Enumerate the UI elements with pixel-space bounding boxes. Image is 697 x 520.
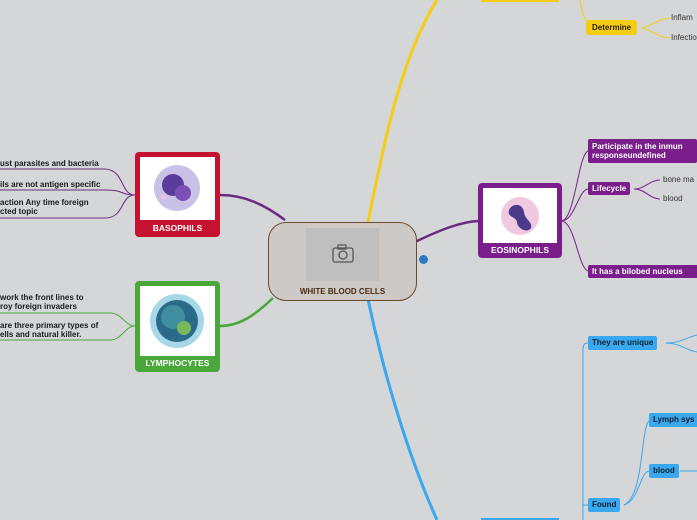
lymphocytes-label: LYMPHOCYTES [145, 358, 210, 368]
eosinophils-card[interactable]: EOSINOPHILS [478, 183, 562, 258]
lympho-sub-line [109, 312, 136, 327]
blue-topic-blood[interactable]: blood [649, 464, 679, 478]
yellow-subtopic-2[interactable]: Infectio [671, 33, 697, 42]
basophils-image [140, 157, 215, 220]
central-topic[interactable]: WHITE BLOOD CELLS [268, 222, 417, 301]
lymphocytes-note-2b: ells and natural killer. [0, 330, 82, 339]
basophils-card[interactable]: BASOPHILS [135, 152, 220, 237]
eosinophils-label: EOSINOPHILS [490, 245, 550, 255]
camera-image-placeholder [306, 228, 379, 281]
lymphocytes-branch-line [219, 297, 274, 328]
eosinophils-branch-line [414, 219, 479, 244]
yellow-sub-line-2 [641, 17, 671, 29]
eos-sub-line-5 [633, 188, 661, 200]
eos-sub-line-3 [560, 220, 589, 272]
basophils-note-3a[interactable]: action Any time foreign [0, 198, 89, 207]
eos-topic-participate[interactable]: Participate in the inmun responseundefin… [588, 139, 697, 163]
blue-sub-line-6 [665, 334, 697, 344]
eos-topic-lifecycle[interactable]: Lifecycle [588, 182, 631, 195]
blue-topic-lymph[interactable]: Lymph sys [649, 413, 697, 427]
blue-sub-line [582, 342, 589, 520]
basophils-label: BASOPHILS [152, 223, 203, 233]
blue-sub-line-3 [623, 470, 651, 506]
determine-topic[interactable]: Determine [586, 20, 638, 35]
yellow-topic-stub[interactable] [481, 0, 559, 2]
lymphocytes-note-2a[interactable]: are three primary types of [0, 321, 99, 330]
blue-sub-line-4 [623, 419, 651, 506]
blue-branch-line [366, 298, 439, 520]
eosinophils-image [483, 188, 557, 243]
yellow-branch-line [366, 0, 439, 223]
lymphocytes-note-1a[interactable]: work the front lines to [0, 293, 84, 302]
settings-gear-icon[interactable] [419, 255, 428, 264]
eos-sub-line-4 [633, 179, 661, 190]
central-title: WHITE BLOOD CELLS [299, 287, 386, 296]
lymphocytes-card[interactable]: LYMPHOCYTES [135, 281, 220, 372]
eos-topic-participate-line1: Participate in the inmun [592, 142, 683, 151]
yellow-subtopic-1[interactable]: Inflam [671, 13, 693, 22]
eos-lifecycle-item-1[interactable]: bone ma [663, 175, 695, 184]
blue-topic-stub[interactable] [481, 518, 559, 520]
basophils-note-1[interactable]: ust parasites and bacteria [0, 159, 99, 168]
basophils-note-2[interactable]: ils are not antigen specific [0, 180, 101, 189]
lymphocytes-image [140, 286, 215, 356]
eos-topic-participate-line2: responseundefined [592, 151, 666, 160]
basophils-branch-line [219, 193, 286, 222]
lympho-sub-line-2 [109, 325, 136, 341]
yellow-sub-line-3 [641, 27, 671, 39]
eos-lifecycle-item-2[interactable]: blood [663, 194, 683, 203]
basophils-note-3b: cted topic [0, 207, 38, 216]
blue-topic-found[interactable]: Found [588, 498, 621, 512]
blue-topic-unique[interactable]: They are unique [588, 336, 658, 350]
eos-sub-line [560, 150, 589, 222]
lymphocytes-note-1b: roy foreign invaders [0, 302, 77, 311]
blue-sub-line-5 [665, 342, 697, 353]
baso-sub-line [104, 168, 136, 196]
camera-icon [332, 244, 354, 263]
baso-sub-line-3 [104, 194, 136, 219]
baso-sub-line-2 [104, 189, 136, 196]
eos-sub-line-2 [560, 188, 589, 222]
eos-topic-bilobed[interactable]: It has a bilobed nucleus [588, 265, 697, 278]
